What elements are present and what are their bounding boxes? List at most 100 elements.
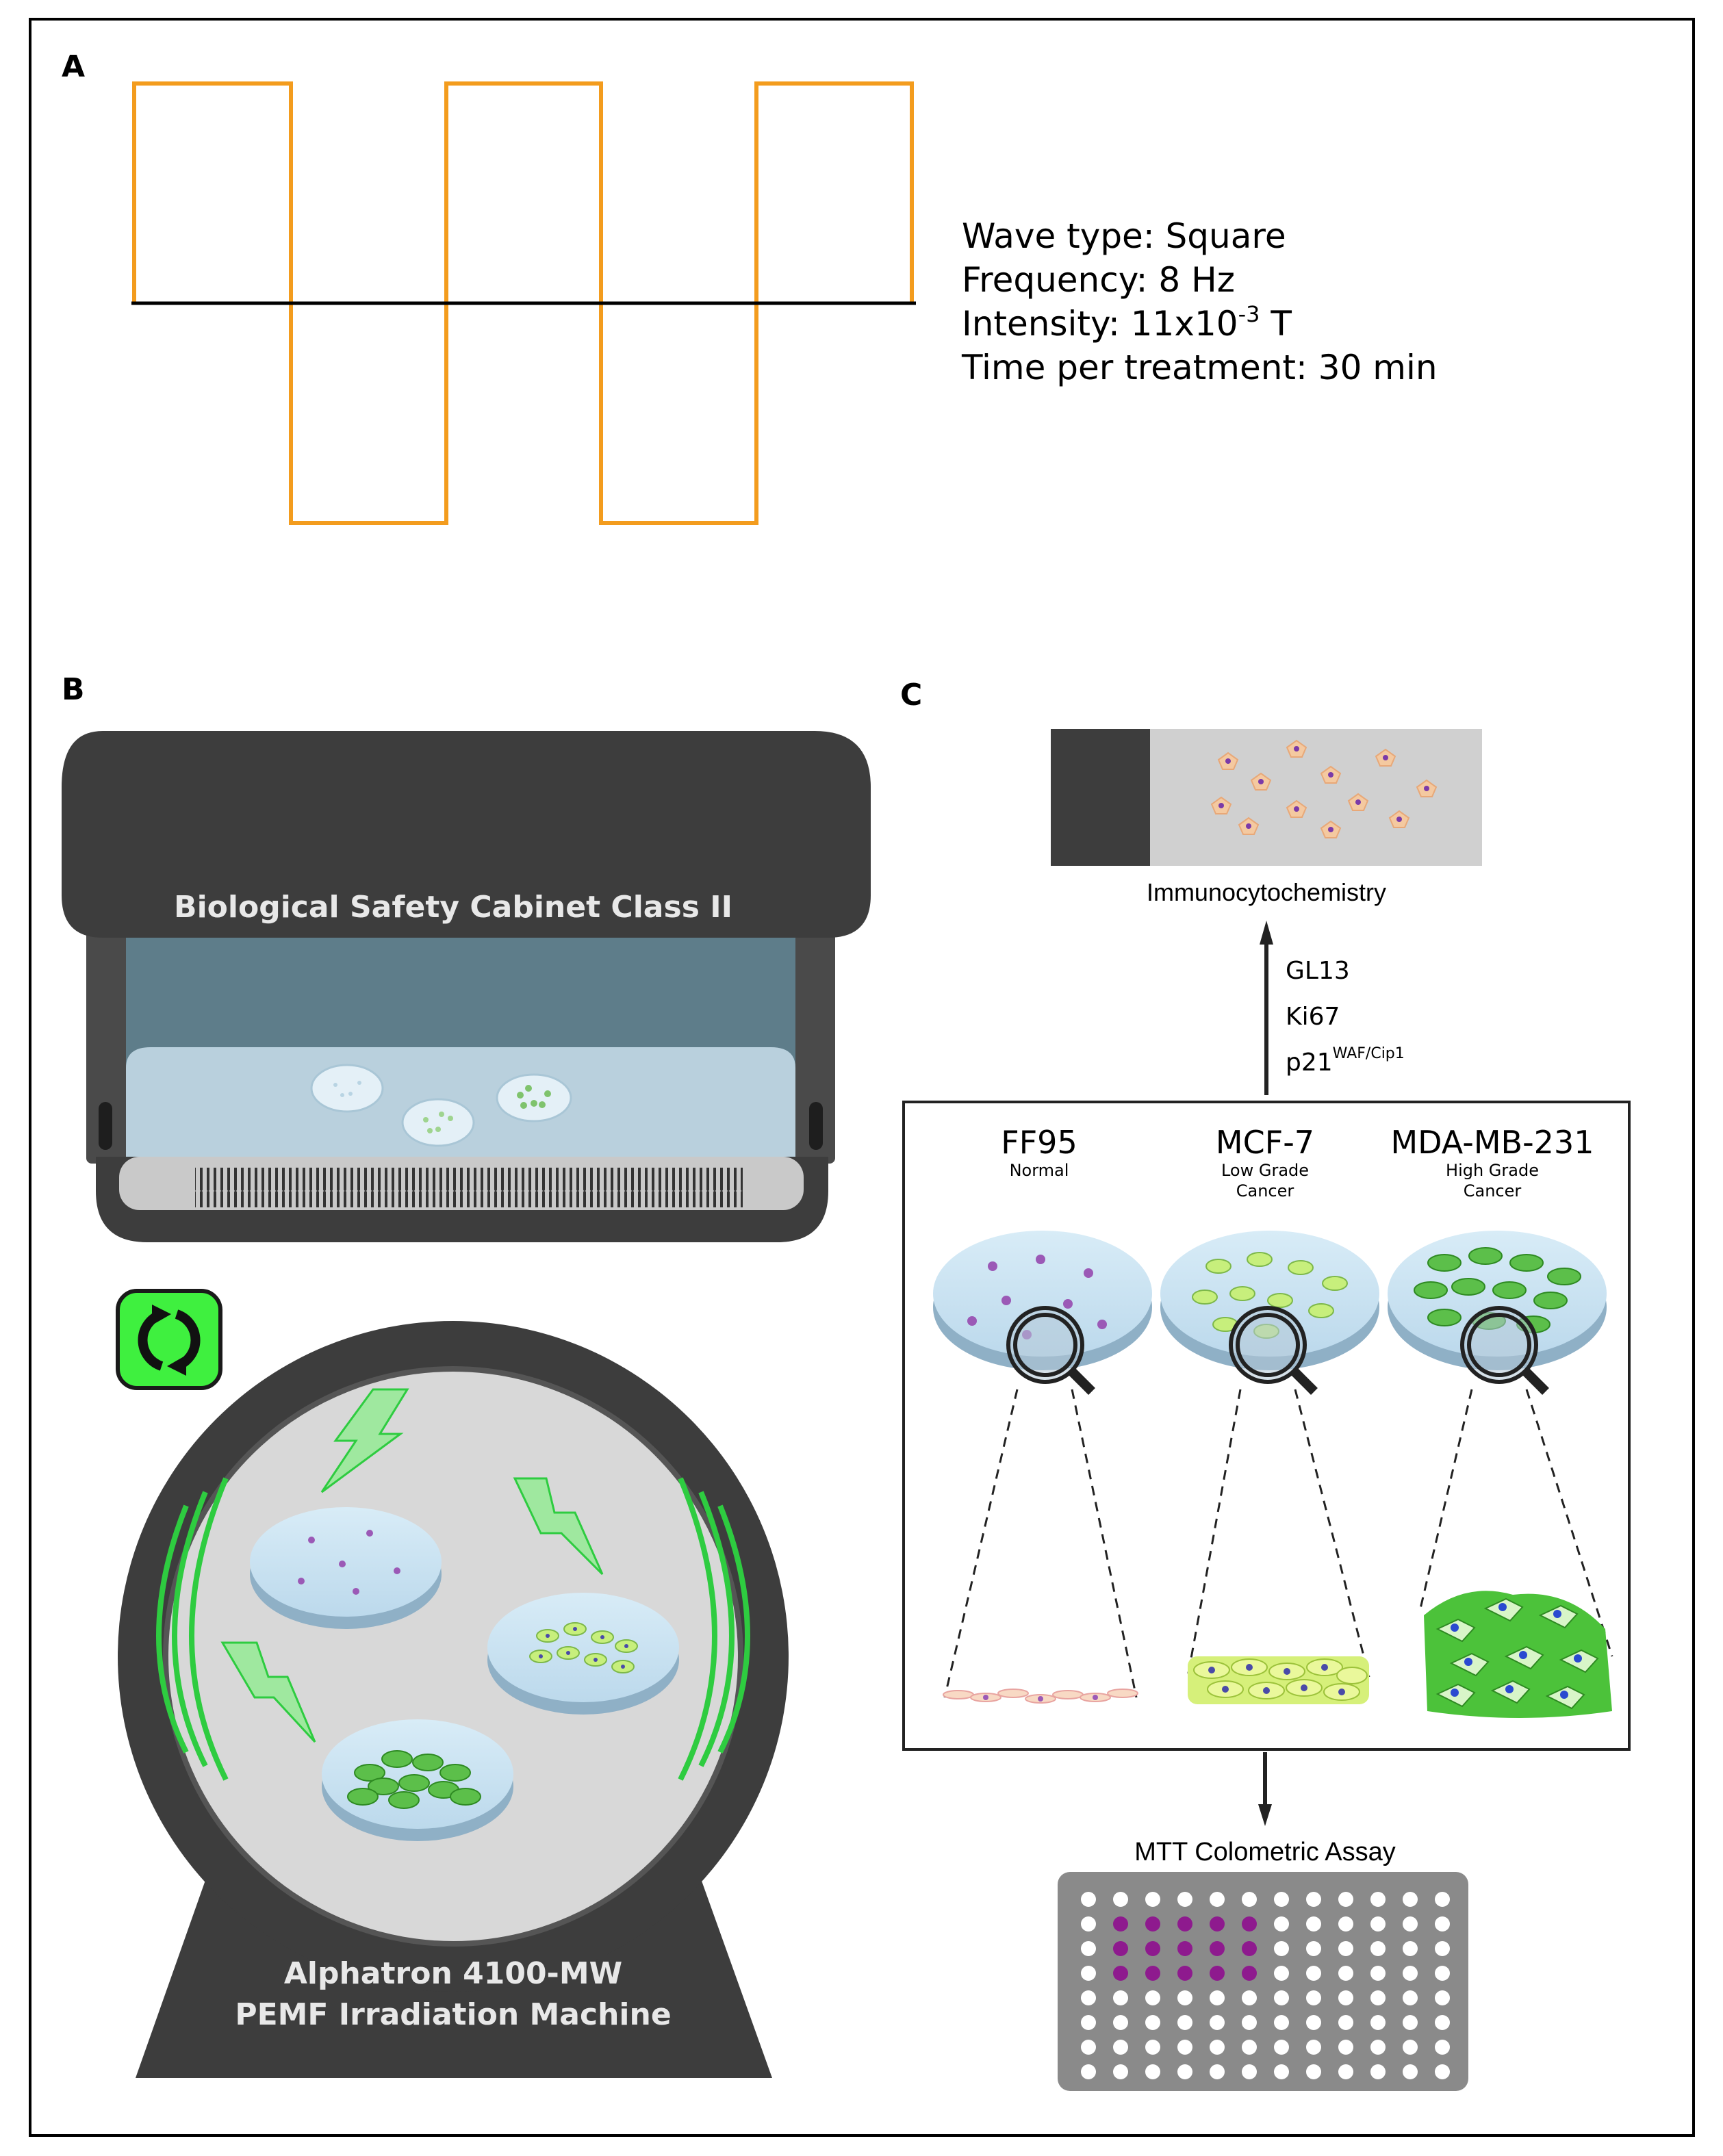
mtt-well xyxy=(1242,1892,1257,1907)
magnifier-icon-mdamb231 xyxy=(1460,1306,1549,1395)
mtt-well xyxy=(1370,2015,1386,2030)
mtt-well xyxy=(1306,2040,1321,2055)
dish-mcf7 xyxy=(1160,1231,1379,1370)
mtt-well-treated xyxy=(1177,1916,1192,1932)
mtt-well xyxy=(1177,2040,1192,2055)
mtt-well xyxy=(1435,2015,1450,2030)
panel-b-letter: B xyxy=(62,672,85,707)
mtt-well xyxy=(1145,1892,1160,1907)
marker-ki67: Ki67 xyxy=(1286,1003,1340,1031)
mtt-well xyxy=(1177,2015,1192,2030)
mtt-well xyxy=(1306,1990,1321,2005)
cabinet-hood xyxy=(62,731,871,938)
panel-a-letter: A xyxy=(62,49,85,84)
mtt-well xyxy=(1338,1966,1353,1981)
mtt-well xyxy=(1435,1966,1450,1981)
mtt-well-treated xyxy=(1210,1966,1225,1981)
mtt-well-treated xyxy=(1210,1916,1225,1932)
cabinet-vents xyxy=(195,1168,743,1207)
mtt-well xyxy=(1145,2040,1160,2055)
mtt-well xyxy=(1274,1941,1289,1956)
mtt-well xyxy=(1113,2040,1128,2055)
mtt-well xyxy=(1210,2040,1225,2055)
marker-p21: p21WAF/Cip1 xyxy=(1286,1045,1405,1077)
square-wave xyxy=(132,81,914,525)
mtt-well xyxy=(1338,2064,1353,2079)
mtt-well xyxy=(1370,1892,1386,1907)
cell-line-mcf7-type1: Low Grade xyxy=(1221,1161,1309,1180)
mtt-well xyxy=(1370,2064,1386,2079)
mtt-well-treated xyxy=(1177,1966,1192,1981)
mtt-well-treated xyxy=(1145,1941,1160,1956)
mtt-well xyxy=(1306,1941,1321,1956)
mtt-well xyxy=(1403,1892,1418,1907)
mtt-well xyxy=(1242,2015,1257,2030)
mtt-well-treated xyxy=(1177,1941,1192,1956)
zoomed-cells-ff95 xyxy=(943,1689,1138,1704)
mtt-well xyxy=(1177,1990,1192,2005)
wave-type-text: Wave type: Square xyxy=(962,216,1286,256)
mtt-well xyxy=(1081,2040,1096,2055)
mtt-well xyxy=(1145,2064,1160,2079)
mtt-well xyxy=(1306,1892,1321,1907)
mtt-well xyxy=(1338,2015,1353,2030)
cabinet-left-post xyxy=(86,910,126,1164)
mtt-well xyxy=(1403,1916,1418,1932)
mtt-well xyxy=(1081,1990,1096,2005)
mtt-well-treated xyxy=(1210,1941,1225,1956)
machine-dish-normal xyxy=(250,1507,442,1629)
mtt-well xyxy=(1210,1990,1225,2005)
mtt-well xyxy=(1338,1941,1353,1956)
mtt-well xyxy=(1274,2040,1289,2055)
machine-label-line2: PEMF Irradiation Machine xyxy=(235,1997,671,2032)
cell-line-mdamb231-name: MDA-MB-231 xyxy=(1390,1124,1594,1161)
mtt-well xyxy=(1338,1916,1353,1932)
pemf-machine: Alphatron 4100-MW PEMF Irradiation Machi… xyxy=(118,1321,789,2078)
dish-ff95 xyxy=(933,1231,1152,1370)
mtt-well xyxy=(1403,1990,1418,2005)
zoom-lines xyxy=(943,1389,1613,1698)
icc-label: Immunocytochemistry xyxy=(1147,878,1386,906)
cell-line-mcf7-type2: Cancer xyxy=(1236,1181,1294,1201)
mtt-well xyxy=(1081,1916,1096,1932)
mtt-well xyxy=(1306,2015,1321,2030)
mtt-well xyxy=(1435,1892,1450,1907)
mtt-arrow xyxy=(1258,1752,1272,1826)
cell-line-mdamb231-type2: Cancer xyxy=(1464,1181,1522,1201)
cabinet-right-post xyxy=(795,910,835,1164)
mtt-well xyxy=(1242,2040,1257,2055)
icc-arrow xyxy=(1260,921,1273,1095)
cabinet-dish-1 xyxy=(310,1064,384,1113)
mtt-well-treated xyxy=(1145,1966,1160,1981)
intensity-text: Intensity: 11x10-3 T xyxy=(962,301,1292,344)
safety-cabinet: Biological Safety Cabinet Class II xyxy=(62,731,871,1242)
cabinet-dish-3 xyxy=(496,1073,572,1122)
magnifier-icon-ff95 xyxy=(1006,1306,1095,1395)
mtt-well xyxy=(1113,2064,1128,2079)
mtt-well xyxy=(1370,1966,1386,1981)
mtt-well xyxy=(1306,2064,1321,2079)
mtt-label: MTT Colometric Assay xyxy=(1134,1838,1395,1866)
lightning-bolt-2 xyxy=(513,1477,604,1576)
mtt-well xyxy=(1210,2015,1225,2030)
mtt-well xyxy=(1370,1990,1386,2005)
mtt-well xyxy=(1274,1916,1289,1932)
mtt-plate xyxy=(1058,1872,1468,2091)
mtt-well xyxy=(1274,2015,1289,2030)
panel-c-letter: C xyxy=(900,678,922,713)
mtt-well xyxy=(1435,2064,1450,2079)
machine-label-line1: Alphatron 4100-MW xyxy=(284,1956,622,1991)
rotate-icon xyxy=(116,1289,222,1390)
cell-line-headers: FF95 Normal MCF-7 Low Grade Cancer MDA-M… xyxy=(1001,1124,1594,1201)
mtt-well-treated xyxy=(1113,1941,1128,1956)
mtt-well xyxy=(1403,1966,1418,1981)
cell-line-mdamb231-type1: High Grade xyxy=(1446,1161,1539,1180)
machine-dish-high-grade xyxy=(322,1719,513,1841)
mtt-well xyxy=(1274,1892,1289,1907)
mtt-well-treated xyxy=(1145,1916,1160,1932)
mtt-well xyxy=(1306,1916,1321,1932)
mtt-well xyxy=(1177,1892,1192,1907)
mtt-well xyxy=(1435,1916,1450,1932)
square-wave-diagram xyxy=(131,81,916,525)
mtt-well xyxy=(1370,1916,1386,1932)
